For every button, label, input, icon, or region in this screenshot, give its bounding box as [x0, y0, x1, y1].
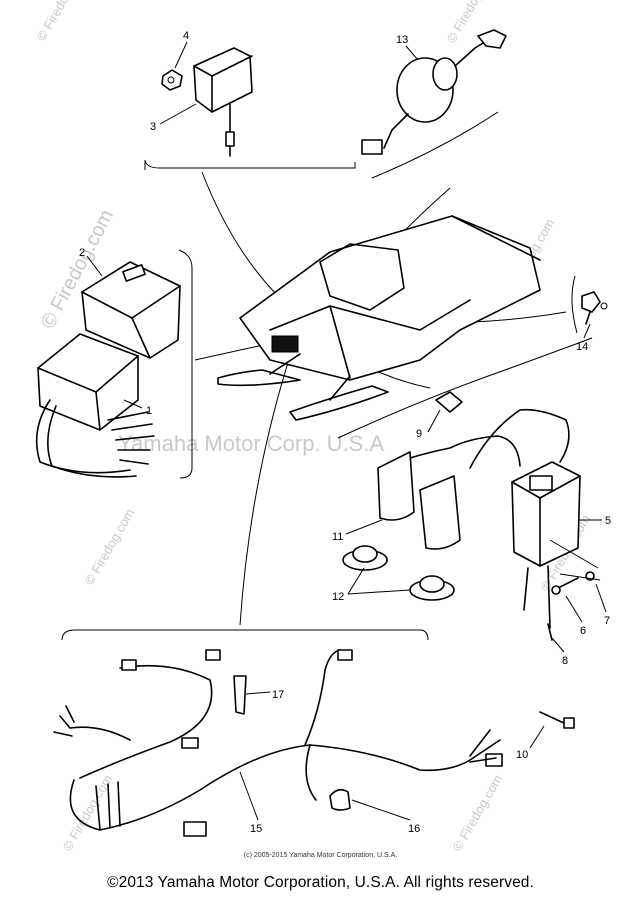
part-nut	[161, 69, 183, 91]
part-grommet	[342, 545, 455, 601]
watermark-firedog-bottom-left: © Firedog.com	[60, 772, 116, 854]
part-bolt-washer	[547, 539, 601, 641]
boundary-top-left	[144, 159, 356, 170]
diagram-copyright: (c) 2005-2015 Yamaha Motor Corporation, …	[243, 852, 398, 859]
part-cdi-unit	[35, 333, 155, 478]
callout-16: 16	[408, 823, 420, 835]
callout-14: 14	[576, 341, 588, 353]
callout-11: 11	[332, 531, 343, 543]
part-holder	[329, 788, 351, 811]
part-band	[233, 675, 247, 715]
callout-17: 17	[272, 689, 284, 701]
part-screw	[539, 711, 575, 729]
callout-1: 1	[146, 405, 152, 417]
snowmobile-illustration	[217, 215, 541, 421]
callout-10: 10	[516, 749, 528, 761]
part-plug-cap	[377, 451, 461, 550]
boundary-top-right	[371, 111, 499, 179]
part-clamp	[435, 391, 463, 413]
part-main-switch	[361, 29, 507, 155]
part-pilot-lamp	[581, 291, 608, 325]
group-boundaries	[61, 111, 593, 641]
callout-13: 13	[396, 34, 408, 46]
leader-harness	[239, 349, 293, 626]
watermark-layer: © Firedog.com © Firedog.com © Firedog.co…	[34, 0, 594, 854]
watermark-firedog-top-left: © Firedog.com	[34, 0, 90, 44]
callout-3: 3	[150, 121, 156, 133]
callout-numbers: 1 2 3 4 5 6 7 8 9 10 11 12 13 14 15 16 1…	[79, 30, 611, 835]
callout-leads	[86, 41, 607, 821]
callout-8: 8	[562, 655, 568, 667]
watermark-firedog-mid-left: © Firedog.com	[82, 506, 138, 588]
boundary-right	[337, 337, 593, 439]
callout-9: 9	[416, 428, 422, 440]
callout-7: 7	[604, 615, 610, 627]
callout-4: 4	[183, 30, 189, 42]
watermark-firedog-bottom-right: © Firedog.com	[450, 772, 506, 854]
boundary-left	[178, 249, 193, 479]
callout-12: 12	[332, 591, 344, 603]
part-wire-harness	[53, 649, 503, 837]
callout-2: 2	[79, 247, 85, 259]
part-cdi-cover	[81, 261, 181, 359]
boundary-right-small	[571, 275, 578, 334]
part-voltage-regulator	[193, 47, 253, 157]
footer-copyright: ©2013 Yamaha Motor Corporation, U.S.A. A…	[107, 874, 534, 891]
watermark-yamaha: Yamaha Motor Corp. U.S.A	[118, 431, 384, 456]
part-ignition-coil	[409, 408, 581, 629]
boundary-bottom	[61, 629, 429, 641]
callout-5: 5	[605, 515, 611, 527]
callout-15: 15	[250, 823, 262, 835]
callout-6: 6	[580, 625, 586, 637]
